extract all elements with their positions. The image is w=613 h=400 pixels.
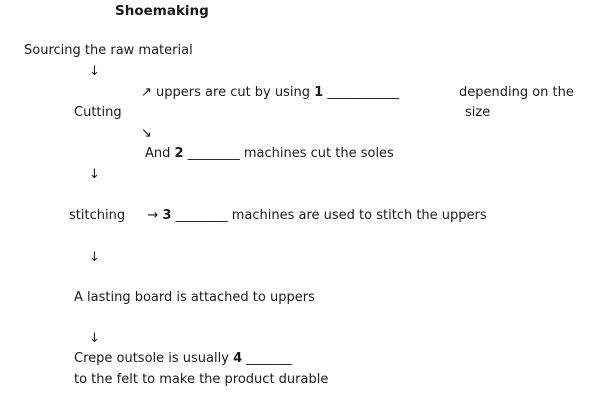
arrow-right-icon: → <box>147 208 159 223</box>
cutting-lower-branch: And 2 ________ machines cut the soles <box>145 146 394 162</box>
step-crepe: Crepe outsole is usually 4 _______ <box>74 351 292 367</box>
step-stitching: stitching → 3 ________ machines are used… <box>69 208 487 224</box>
question-number-1: 1 <box>314 85 324 100</box>
answer-blank-2[interactable]: ________ <box>187 146 240 161</box>
step-sourcing: Sourcing the raw material <box>24 43 193 58</box>
cutting-upper-suffix: depending on the <box>459 85 574 100</box>
cutting-upper-branch: ↗ uppers are cut by using 1 ___________ <box>141 85 399 101</box>
answer-blank-1[interactable]: ___________ <box>327 85 399 100</box>
arrow-down-right-icon: ↘ <box>141 126 152 141</box>
branch-text: machines cut the soles <box>243 146 394 161</box>
stitching-text: machines are used to stitch the uppers <box>231 208 487 223</box>
crepe-text: Crepe outsole is usually <box>74 351 229 366</box>
branch-text: uppers are cut by using <box>156 85 311 100</box>
step-cutting: Cutting <box>74 105 122 120</box>
stitching-label: stitching <box>69 208 126 223</box>
answer-blank-4[interactable]: _______ <box>246 351 292 366</box>
question-number-4: 4 <box>233 351 243 366</box>
arrow-up-right-icon: ↗ <box>141 85 152 100</box>
step-lasting: A lasting board is attached to uppers <box>74 290 315 305</box>
question-number-2: 2 <box>174 146 184 161</box>
down-arrow-icon: ↓ <box>89 167 100 182</box>
page-title: Shoemaking <box>115 3 209 19</box>
cutting-upper-suffix-2: size <box>465 105 491 120</box>
down-arrow-icon: ↓ <box>89 64 100 79</box>
down-arrow-icon: ↓ <box>89 250 100 265</box>
question-number-3: 3 <box>162 208 172 223</box>
step-crepe-line2: to the felt to make the product durable <box>74 372 329 387</box>
branch-text: And <box>145 146 171 161</box>
down-arrow-icon: ↓ <box>89 331 100 346</box>
answer-blank-3[interactable]: ________ <box>175 208 228 223</box>
